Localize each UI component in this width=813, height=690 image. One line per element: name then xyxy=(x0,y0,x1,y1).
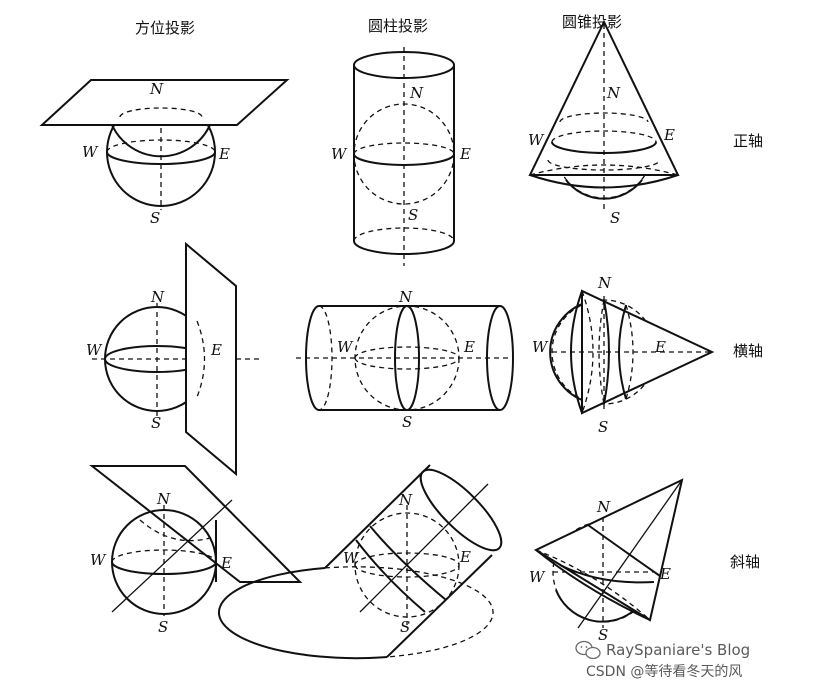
pole-label-e: E xyxy=(663,126,675,144)
header-azimuthal: 方位投影 xyxy=(135,19,195,37)
pole-label-e: E xyxy=(210,341,222,359)
conic-normal-figure xyxy=(530,22,678,210)
pole-label-e: E xyxy=(654,338,666,356)
pole-label-e: E xyxy=(659,565,671,583)
tangent-plane xyxy=(92,466,300,582)
pole-label-e: E xyxy=(218,145,230,163)
azimuthal-normal-figure xyxy=(42,80,287,210)
pole-label-w: W xyxy=(337,338,354,356)
pole-label-n: N xyxy=(156,490,171,508)
row-label-oblique: 斜轴 xyxy=(730,553,760,571)
pole-label-e: E xyxy=(220,554,232,572)
cylinder-bottom-end-back xyxy=(325,567,493,657)
row-label-normal: 正轴 xyxy=(733,132,763,150)
equator-upper xyxy=(355,347,459,358)
pole-label-w: W xyxy=(86,341,103,359)
azimuthal-transverse-figure xyxy=(92,244,260,474)
pole-label-s: S xyxy=(158,618,168,636)
pole-label-s: S xyxy=(402,413,412,431)
cylindrical-transverse-figure xyxy=(296,306,513,410)
pole-label-s: S xyxy=(610,209,620,227)
row-label-transverse: 横轴 xyxy=(733,342,763,360)
tangent-plane xyxy=(42,80,287,125)
pole-label-n: N xyxy=(606,84,621,102)
tangent-plane xyxy=(186,244,236,474)
pole-label-e: E xyxy=(463,338,475,356)
watermark-csdn: CSDN @等待看冬天的风 xyxy=(586,663,742,680)
watermark-blog-name: RaySpaniare's Blog xyxy=(606,641,750,659)
pole-label-s: S xyxy=(151,414,161,432)
pole-label-w: W xyxy=(90,551,107,569)
watermark: RaySpaniare's Blog CSDN @等待看冬天的风 xyxy=(576,641,750,680)
wechat-icon xyxy=(576,642,600,659)
pole-label-s: S xyxy=(598,418,608,436)
pole-label-n: N xyxy=(398,491,413,509)
pole-label-w: W xyxy=(528,131,545,149)
pole-label-n: N xyxy=(596,498,611,516)
cylindrical-normal-figure xyxy=(354,47,454,266)
pole-label-n: N xyxy=(409,84,424,102)
pole-label-w: W xyxy=(532,338,549,356)
pole-label-e: E xyxy=(459,145,471,163)
pole-label-s: S xyxy=(408,206,418,224)
pole-label-w: W xyxy=(529,568,546,586)
pole-label-n: N xyxy=(398,288,413,306)
pole-label-s: S xyxy=(150,209,160,227)
cylinder-right-end xyxy=(487,306,513,410)
pole-label-w: W xyxy=(343,549,360,567)
equator-lower xyxy=(355,358,459,369)
cylinder-top-end xyxy=(410,459,512,561)
pole-label-w: W xyxy=(82,143,99,161)
pole-label-e: E xyxy=(459,548,471,566)
pole-label-n: N xyxy=(597,274,612,292)
header-conic: 圆锥投影 xyxy=(562,13,622,31)
azimuthal-oblique-figure xyxy=(92,466,300,616)
pole-label-n: N xyxy=(149,80,164,98)
pole-label-w: W xyxy=(331,145,348,163)
header-cylindrical: 圆柱投影 xyxy=(368,17,428,35)
pole-label-s: S xyxy=(400,618,410,636)
cylinder-upper-side xyxy=(325,465,430,568)
pole-label-n: N xyxy=(150,288,165,306)
conic-transverse-figure xyxy=(550,291,712,413)
